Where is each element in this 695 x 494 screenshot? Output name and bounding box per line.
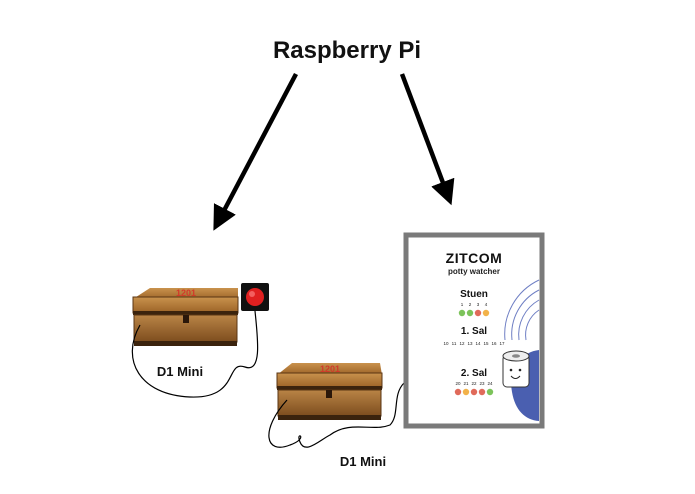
seat-number: 10 [443, 341, 449, 346]
arrow-to-left-node [213, 72, 298, 231]
red-button [241, 283, 269, 311]
raspberry-pi-label: Raspberry Pi [273, 37, 421, 64]
seat-number: 4 [485, 302, 488, 307]
d1-mini-box-right: 1201 [276, 363, 383, 420]
brand-subtitle: potty watcher [448, 267, 500, 276]
section-title-1-sal: 1. Sal [461, 326, 487, 337]
seat-number: 3 [477, 302, 480, 307]
section-status-dots-stuen [458, 309, 490, 317]
seat-number: 24 [487, 381, 493, 386]
d1-mini-label-right: D1 Mini [340, 454, 386, 469]
status-dot [466, 309, 474, 317]
section-title-2-sal: 2. Sal [461, 368, 487, 379]
box-lid-text: 1201 [176, 288, 196, 298]
arrow-to-display [399, 73, 455, 206]
seat-number: 22 [471, 381, 477, 386]
seat-number: 13 [467, 341, 473, 346]
seat-number: 21 [463, 381, 469, 386]
brand-title: ZITCOM [446, 250, 503, 266]
seat-number: 15 [483, 341, 489, 346]
toilet-paper-icon [502, 350, 530, 388]
status-dot [458, 309, 466, 317]
status-dot [486, 388, 494, 396]
d1-mini-box-left: 1201 [132, 288, 239, 346]
seat-number: 17 [499, 341, 505, 346]
seat-number: 11 [452, 341, 457, 346]
seat-number: 12 [459, 341, 465, 346]
seat-number: 20 [455, 381, 461, 386]
seat-number: 2 [469, 302, 472, 307]
status-dot [454, 388, 462, 396]
status-dot [470, 388, 478, 396]
wire-right [268, 382, 405, 448]
seat-number: 1 [461, 302, 464, 307]
section-title-stuen: Stuen [460, 289, 488, 300]
seat-number: 14 [475, 341, 481, 346]
status-dot [462, 388, 470, 396]
seat-number: 23 [479, 381, 485, 386]
status-dot [474, 309, 482, 317]
seat-number: 16 [491, 341, 497, 346]
wire-left [131, 310, 259, 398]
d1-mini-label-left: D1 Mini [157, 364, 203, 379]
section-status-dots-2-sal [454, 388, 494, 396]
status-dot [482, 309, 490, 317]
box-lid-text-right: 1201 [320, 364, 340, 374]
status-dot [478, 388, 486, 396]
decorative-arcs [504, 279, 540, 341]
